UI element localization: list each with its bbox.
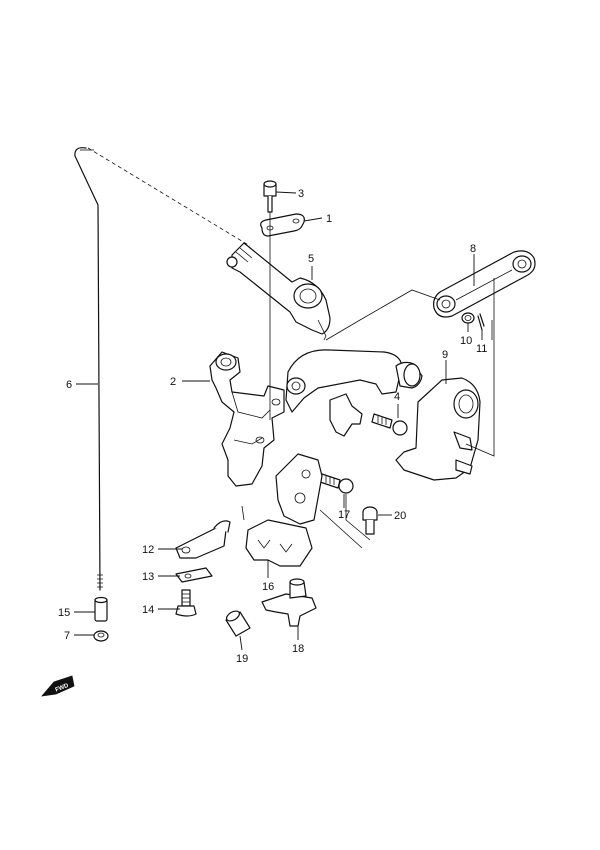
part-number-20: 20 [394, 510, 406, 522]
part-9-cam-plate[interactable] [395, 377, 481, 481]
callout-7[interactable]: 7 [64, 630, 94, 642]
part-number-10: 10 [460, 335, 472, 347]
callout-19[interactable]: 19 [236, 635, 248, 665]
part-8-link-rod[interactable] [433, 250, 536, 318]
part-12-small-lever[interactable] [175, 520, 231, 559]
part-number-17: 17 [338, 509, 350, 521]
part-4-bolt[interactable] [371, 413, 408, 436]
shift-arm[interactable] [285, 349, 423, 437]
part-number-6: 6 [66, 379, 72, 391]
callout-16[interactable]: 16 [262, 560, 274, 593]
callout-10[interactable]: 10 [460, 323, 472, 347]
callout-3[interactable]: 3 [275, 188, 304, 200]
callout-4[interactable]: 4 [394, 391, 400, 418]
callout-11[interactable]: 11 [476, 330, 487, 355]
fwd-arrow-icon: FWD [41, 675, 75, 697]
part-number-19: 19 [236, 653, 248, 665]
callout-18[interactable]: 18 [292, 626, 304, 655]
part-6-shift-rod[interactable] [74, 147, 103, 591]
part-20-bolt[interactable] [362, 506, 378, 535]
callout-13[interactable]: 13 [142, 571, 180, 583]
part-number-5: 5 [308, 253, 314, 265]
part-number-16: 16 [262, 581, 274, 593]
part-14-bolt[interactable] [175, 589, 197, 617]
part-number-15: 15 [58, 607, 70, 619]
part-2-main-bracket[interactable] [209, 351, 285, 487]
part-number-18: 18 [292, 643, 304, 655]
part-number-4: 4 [394, 391, 400, 403]
part-number-9: 9 [442, 349, 448, 361]
part-18-fork-bracket[interactable] [261, 578, 317, 627]
reference-lines [87, 147, 495, 549]
part-number-2: 2 [170, 376, 176, 388]
callout-14[interactable]: 14 [142, 604, 180, 616]
part-number-13: 13 [142, 571, 154, 583]
part-17-bolt[interactable] [319, 473, 354, 494]
fwd-label: FWD [55, 683, 71, 694]
callout-17[interactable]: 17 [338, 494, 350, 521]
part-5-shift-lever[interactable] [226, 242, 331, 341]
callout-5[interactable]: 5 [308, 253, 314, 280]
callout-9[interactable]: 9 [442, 349, 448, 384]
callout-15[interactable]: 15 [58, 607, 95, 619]
part-13-shim[interactable] [175, 567, 213, 583]
part-number-8: 8 [470, 243, 476, 255]
part-number-7: 7 [64, 630, 70, 642]
part-19-sleeve[interactable] [225, 609, 251, 637]
part-7-nut[interactable] [93, 630, 109, 642]
part-16-lower-plate[interactable] [245, 519, 313, 567]
part-10-washer[interactable] [461, 312, 475, 324]
callout-20[interactable]: 20 [378, 510, 406, 522]
plate-bracket[interactable] [275, 453, 323, 525]
part-11-cotter-pin[interactable] [477, 313, 485, 331]
part-1-link-plate[interactable] [260, 213, 305, 237]
callout-12[interactable]: 12 [142, 544, 182, 556]
part-number-11: 11 [476, 343, 487, 355]
callout-2[interactable]: 2 [170, 376, 210, 388]
part-15-collar[interactable] [94, 596, 108, 622]
part-number-3: 3 [298, 188, 304, 200]
callout-6[interactable]: 6 [66, 379, 98, 391]
callout-8[interactable]: 8 [470, 243, 476, 286]
part-number-1: 1 [326, 213, 332, 225]
part-number-12: 12 [142, 544, 154, 556]
part-3-bolt[interactable] [263, 180, 277, 213]
callout-1[interactable]: 1 [303, 213, 332, 225]
part-number-14: 14 [142, 604, 154, 616]
